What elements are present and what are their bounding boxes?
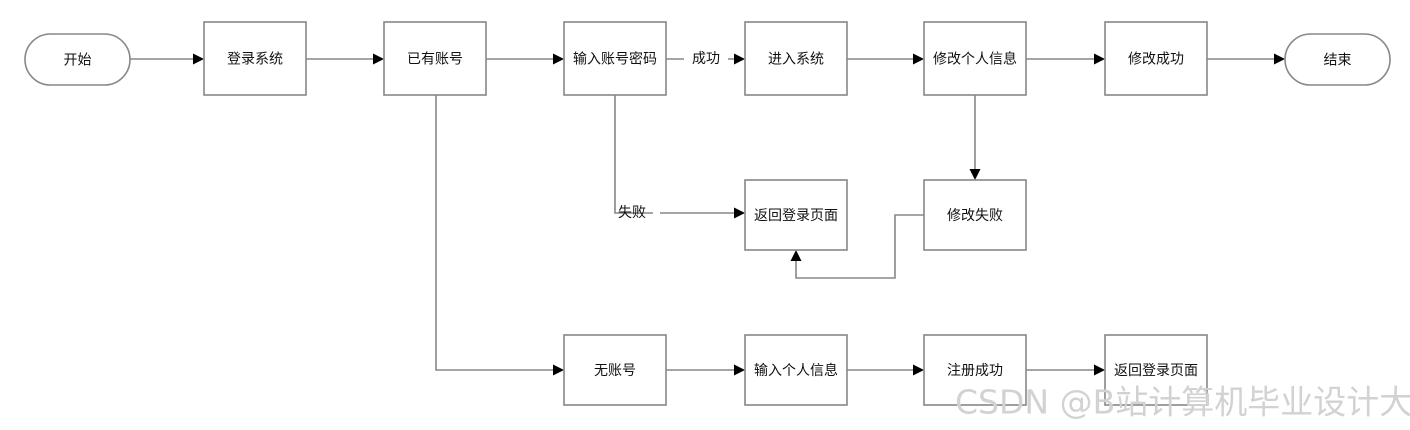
- node-reg_ok[interactable]: 注册成功: [923, 334, 1027, 406]
- arrowhead-icon: [913, 53, 924, 65]
- node-label: 返回登录页面: [1114, 363, 1198, 379]
- node-label: 开始: [64, 53, 92, 69]
- node-label: 登录系统: [227, 52, 283, 68]
- edge-no_account-to-input_info: [666, 364, 745, 376]
- arrowhead-icon: [553, 364, 564, 376]
- edge-edit_ok-to-end: [1207, 53, 1285, 65]
- edge-label: 失败: [618, 205, 646, 221]
- node-shape-rectangle[interactable]: [563, 21, 667, 96]
- node-end[interactable]: 结束: [1284, 33, 1391, 86]
- node-enter_sys[interactable]: 进入系统: [744, 21, 848, 96]
- arrowhead-icon: [734, 364, 745, 376]
- node-shape-rectangle[interactable]: [923, 21, 1027, 96]
- edge-edit_fail-to-back_login_1: [790, 214, 924, 279]
- arrowhead-icon: [373, 53, 384, 65]
- edge-login_sys-to-has_account: [306, 53, 384, 65]
- arrowhead-icon: [734, 207, 745, 219]
- node-login_sys[interactable]: 登录系统: [203, 21, 307, 96]
- node-label: 注册成功: [947, 363, 1003, 379]
- node-label: 输入账号密码: [573, 51, 657, 68]
- edge-edit_info-to-edit_ok: [1026, 53, 1105, 65]
- node-label: 已有账号: [407, 52, 463, 68]
- node-shape-stadium[interactable]: [24, 33, 131, 86]
- arrowhead-icon: [1274, 53, 1285, 65]
- node-label: 输入个人信息: [754, 362, 838, 379]
- node-back_login_1[interactable]: 返回登录页面: [744, 179, 848, 251]
- node-shape-rectangle[interactable]: [563, 334, 667, 406]
- edge-enter_sys-to-edit_info: [847, 53, 924, 65]
- edge-start-to-login_sys: [130, 53, 204, 65]
- node-start[interactable]: 开始: [24, 33, 131, 86]
- node-edit_ok[interactable]: 修改成功: [1104, 21, 1208, 96]
- arrowhead-icon: [1094, 53, 1105, 65]
- node-shape-rectangle[interactable]: [744, 334, 848, 406]
- edge-input_pwd-to-back_login_1: 失败: [614, 95, 745, 221]
- node-no_account[interactable]: 无账号: [563, 334, 667, 406]
- node-shape-rectangle[interactable]: [1104, 334, 1208, 406]
- node-label: 返回登录页面: [754, 208, 838, 224]
- node-label: 修改个人信息: [933, 51, 1017, 68]
- node-shape-rectangle[interactable]: [1104, 21, 1208, 96]
- node-label: 结束: [1324, 53, 1352, 69]
- node-shape-rectangle[interactable]: [923, 334, 1027, 406]
- arrowhead-icon: [734, 53, 745, 65]
- node-label: 无账号: [594, 363, 636, 379]
- edge-line: [435, 95, 556, 371]
- node-shape-rectangle[interactable]: [383, 21, 487, 96]
- node-label: 进入系统: [768, 52, 824, 68]
- arrowhead-icon: [790, 250, 802, 261]
- node-shape-rectangle[interactable]: [923, 179, 1027, 251]
- edge-reg_ok-to-back_login_2: [1026, 364, 1105, 376]
- edge-line: [795, 214, 924, 279]
- edge-input_info-to-reg_ok: [847, 364, 924, 376]
- arrowhead-icon: [553, 53, 564, 65]
- arrowhead-icon: [913, 364, 924, 376]
- watermark-layer: CSDN @B站计算机毕业设计大学: [955, 383, 1410, 422]
- node-input_pwd[interactable]: 输入账号密码: [563, 21, 667, 96]
- arrowhead-icon: [193, 53, 204, 65]
- edge-has_account-to-no_account: [435, 95, 564, 376]
- node-label: 修改成功: [1128, 52, 1184, 68]
- node-input_info[interactable]: 输入个人信息: [744, 334, 848, 406]
- edge-label: 成功: [692, 51, 720, 67]
- node-back_login_2[interactable]: 返回登录页面: [1104, 334, 1208, 406]
- node-shape-rectangle[interactable]: [744, 179, 848, 251]
- node-edit_fail[interactable]: 修改失败: [923, 179, 1027, 251]
- edge-line: [614, 95, 737, 214]
- node-shape-rectangle[interactable]: [744, 21, 848, 96]
- arrowhead-icon: [969, 169, 981, 180]
- edge-edit_info-to-edit_fail: [969, 95, 981, 180]
- arrowhead-icon: [1094, 364, 1105, 376]
- node-shape-rectangle[interactable]: [203, 21, 307, 96]
- edge-has_account-to-input_pwd: [486, 53, 564, 65]
- node-shape-stadium[interactable]: [1284, 33, 1391, 86]
- edge-input_pwd-to-enter_sys: 成功: [666, 51, 745, 67]
- node-has_account[interactable]: 已有账号: [383, 21, 487, 96]
- watermark: CSDN @B站计算机毕业设计大学: [955, 383, 1410, 422]
- node-label: 修改失败: [947, 208, 1003, 224]
- node-edit_info[interactable]: 修改个人信息: [923, 21, 1027, 96]
